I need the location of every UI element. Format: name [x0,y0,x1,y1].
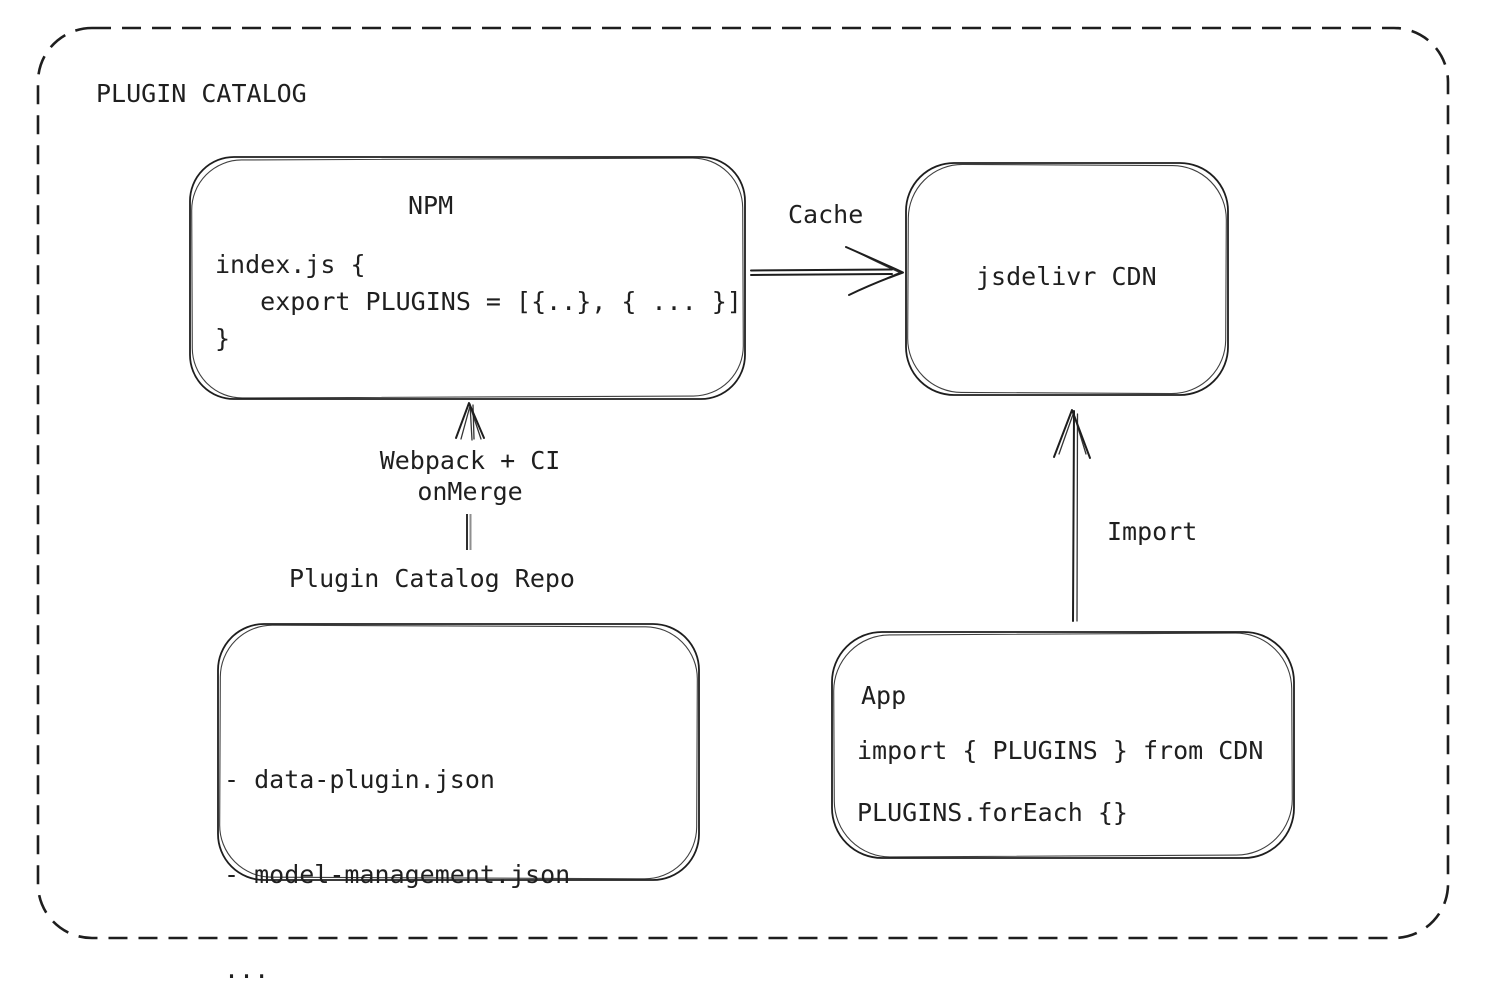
repo-label: Plugin Catalog Repo [289,564,575,593]
app-import-line: import { PLUGINS } from CDN [857,736,1264,765]
diagram-title: PLUGIN CATALOG [96,79,307,108]
cdn-box [905,162,1229,396]
npm-box [189,156,746,400]
repo-item: - model-management.json [224,860,571,889]
repo-box [217,623,700,881]
repo-item: - data-plugin.json [224,765,495,794]
app-box [831,631,1295,859]
repo-item: ... [224,955,270,984]
plugin-catalog-frame [36,26,1450,940]
cdn-label: jsdelivr CDN [976,262,1157,291]
build-label: Webpack + CI onMerge [379,446,561,506]
npm-code: index.js { export PLUGINS = [{..}, { ...… [215,250,742,353]
app-foreach-line: PLUGINS.forEach {} [857,798,1128,827]
import-label: Import [1107,517,1198,546]
import-arrow [1053,409,1091,622]
build-arrow [455,402,485,550]
repo-items: - data-plugin.json - model-management.js… [224,701,570,1002]
cache-label: Cache [788,200,864,229]
cache-arrow [750,246,904,296]
npm-box-title: NPM [408,191,454,220]
app-box-title: App [861,681,907,710]
